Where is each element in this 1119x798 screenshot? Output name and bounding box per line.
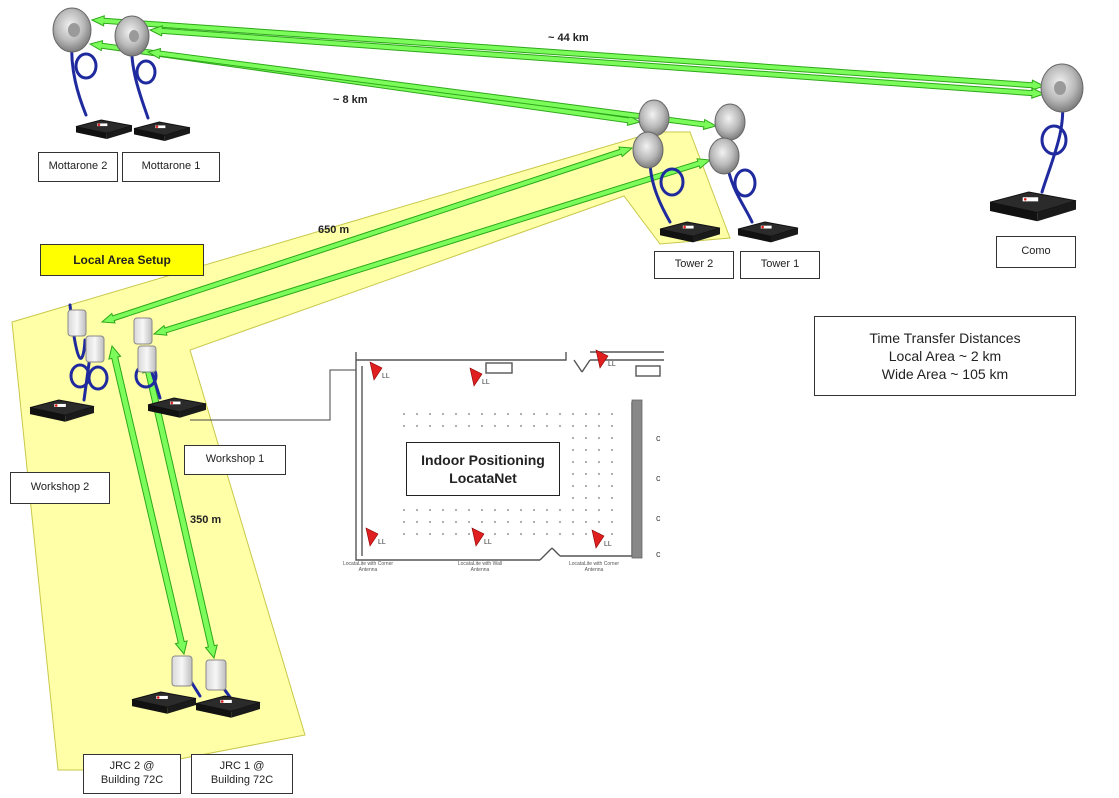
dish-mottarone1 <box>114 15 150 57</box>
cable-loop-mottarone2 <box>74 52 98 80</box>
cable-loop-workshop2-b <box>87 365 109 391</box>
label-como: Como <box>996 236 1076 268</box>
ll-antenna-top-left-label: LL <box>382 373 390 380</box>
ll-antenna-top-mid-label: LL <box>482 379 490 386</box>
panel-antenna-jrc1 <box>205 659 227 691</box>
receiver-workshop1 <box>147 397 207 418</box>
link-tower1-workshop1 <box>152 158 712 336</box>
receiver-workshop2-logo-icon <box>54 403 66 407</box>
cable-loop-tower2 <box>659 167 685 197</box>
dish-tower1-lower <box>708 137 740 175</box>
label-tower1: Tower 1 <box>740 251 820 279</box>
dish-tower2-upper <box>638 99 670 137</box>
receiver-jrc2-logo-icon <box>156 695 168 699</box>
receiver-como <box>989 191 1077 222</box>
dish-tower1-upper <box>714 103 746 141</box>
receiver-workshop2 <box>29 399 95 422</box>
distance-350m: 350 m <box>190 514 222 526</box>
ll-antenna-top-right: LL <box>595 349 616 369</box>
ll-antenna-top-right-label: LL <box>608 361 616 368</box>
ll-antenna-bottom-mid-label: LL <box>484 539 492 546</box>
receiver-mottarone2 <box>75 119 133 140</box>
dish-mottarone2 <box>52 7 92 53</box>
distance-650m: 650 m <box>318 224 350 236</box>
ttd-wide: Wide Area ~ 105 km <box>881 366 1009 383</box>
receiver-tower1-logo-icon <box>760 225 772 229</box>
indoor-positioning-title: Indoor Positioning LocataNet <box>406 442 560 496</box>
ll-antenna-top-left: LL <box>369 361 390 381</box>
connector-workshop1-floorplan <box>190 369 356 421</box>
label-mottarone2: Mottarone 2 <box>38 152 118 182</box>
receiver-mottarone1-logo-icon <box>155 125 166 129</box>
cable-workshop2-drop <box>82 354 92 402</box>
receiver-jrc1 <box>195 695 261 718</box>
receiver-tower2 <box>659 221 721 243</box>
indoor-line2: LocataNet <box>449 470 517 486</box>
ttd-title: Time Transfer Distances <box>869 329 1021 346</box>
local-area-setup-label: Local Area Setup <box>40 244 204 276</box>
receiver-tower2-logo-icon <box>682 225 694 229</box>
label-workshop1: Workshop 1 <box>184 445 286 475</box>
receiver-tower1 <box>737 221 799 243</box>
cable-loop-como <box>1040 124 1068 156</box>
ll-antenna-bottom-left: LL <box>365 527 386 547</box>
time-transfer-distances-box: Time Transfer Distances Local Area ~ 2 k… <box>814 316 1076 396</box>
ttd-local: Local Area ~ 2 km <box>888 347 1002 364</box>
link-mottarone1-como <box>148 25 1046 99</box>
ll-antenna-top-mid: LL <box>469 367 490 387</box>
receiver-mottarone2-logo-icon <box>97 123 108 127</box>
link-mottarone2-como <box>90 15 1046 91</box>
label-mottarone1: Mottarone 1 <box>122 152 220 182</box>
receiver-como-logo-icon <box>1022 197 1039 202</box>
ll-antenna-bottom-right: LL <box>591 529 612 549</box>
dish-tower2-lower <box>632 131 664 169</box>
distance-8km: ~ 8 km <box>333 94 368 106</box>
wall-mark-2: c <box>656 473 661 483</box>
indoor-antennas: LL LL LL LL LL LL <box>365 349 616 549</box>
receiver-jrc1-logo-icon <box>220 699 232 703</box>
caption-corner-antenna-right: LocataLite with Corner Antenna <box>568 561 620 573</box>
ll-antenna-bottom-left-label: LL <box>378 539 386 546</box>
panel-antenna-workshop2-a <box>67 309 87 337</box>
cable-loop-tower1 <box>733 168 757 198</box>
wall-mark-3: c <box>656 513 661 523</box>
label-workshop2: Workshop 2 <box>10 472 110 504</box>
indoor-line1: Indoor Positioning <box>421 451 545 468</box>
ll-antenna-bottom-mid: LL <box>471 527 492 547</box>
link-layer <box>88 15 1046 660</box>
floor-dots <box>403 413 613 535</box>
floor-plan <box>355 351 664 561</box>
link-workshop2-jrc2 <box>108 344 188 656</box>
receiver-workshop1-logo-icon <box>170 401 181 405</box>
label-jrc1: JRC 1 @ Building 72C <box>191 754 293 794</box>
link-mottarone1-tower1 <box>146 47 718 131</box>
label-jrc2: JRC 2 @ Building 72C <box>83 754 181 794</box>
wall-mark-1: c <box>656 433 661 443</box>
local-area-region <box>11 131 731 771</box>
caption-wall-antenna: LocataLite with Wall Antenna <box>457 561 503 573</box>
cable-como <box>1040 98 1065 194</box>
ll-antenna-bottom-right-label: LL <box>604 541 612 548</box>
distance-44km: ~ 44 km <box>548 32 589 44</box>
panel-antenna-workshop1-a <box>133 317 153 345</box>
panel-antenna-workshop2-b <box>85 335 105 363</box>
panel-antenna-workshop1-b <box>137 345 157 373</box>
link-tower2-workshop2 <box>100 146 634 324</box>
caption-corner-antenna-left: LocataLite with Corner Antenna <box>342 561 394 573</box>
wall-mark-4: c <box>656 549 661 559</box>
dish-como <box>1040 63 1084 113</box>
receiver-jrc2 <box>131 691 197 714</box>
label-tower2: Tower 2 <box>654 251 734 279</box>
cable-loop-mottarone1 <box>135 59 157 85</box>
receiver-mottarone1 <box>133 121 191 142</box>
panel-antenna-jrc2 <box>171 655 193 687</box>
